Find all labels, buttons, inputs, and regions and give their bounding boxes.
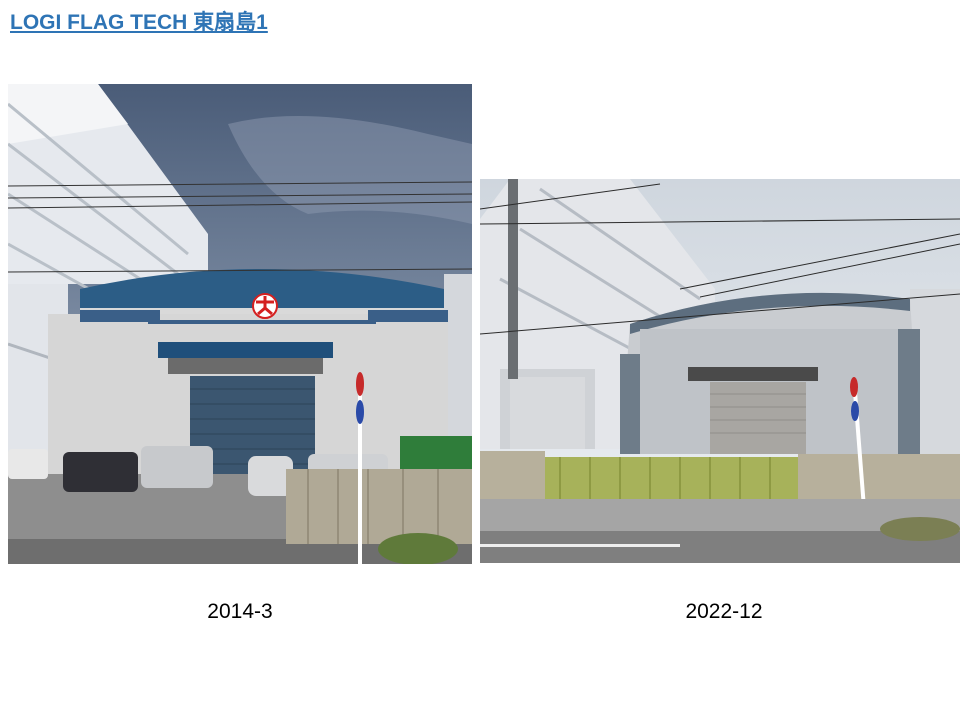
photo-2014 <box>8 84 472 564</box>
photo-2022 <box>480 179 960 563</box>
caption-2022: 2022-12 <box>685 600 763 623</box>
caption-2014: 2014-3 <box>207 600 273 623</box>
page-title-link[interactable]: LOGI FLAG TECH 東扇島1 <box>10 11 268 34</box>
